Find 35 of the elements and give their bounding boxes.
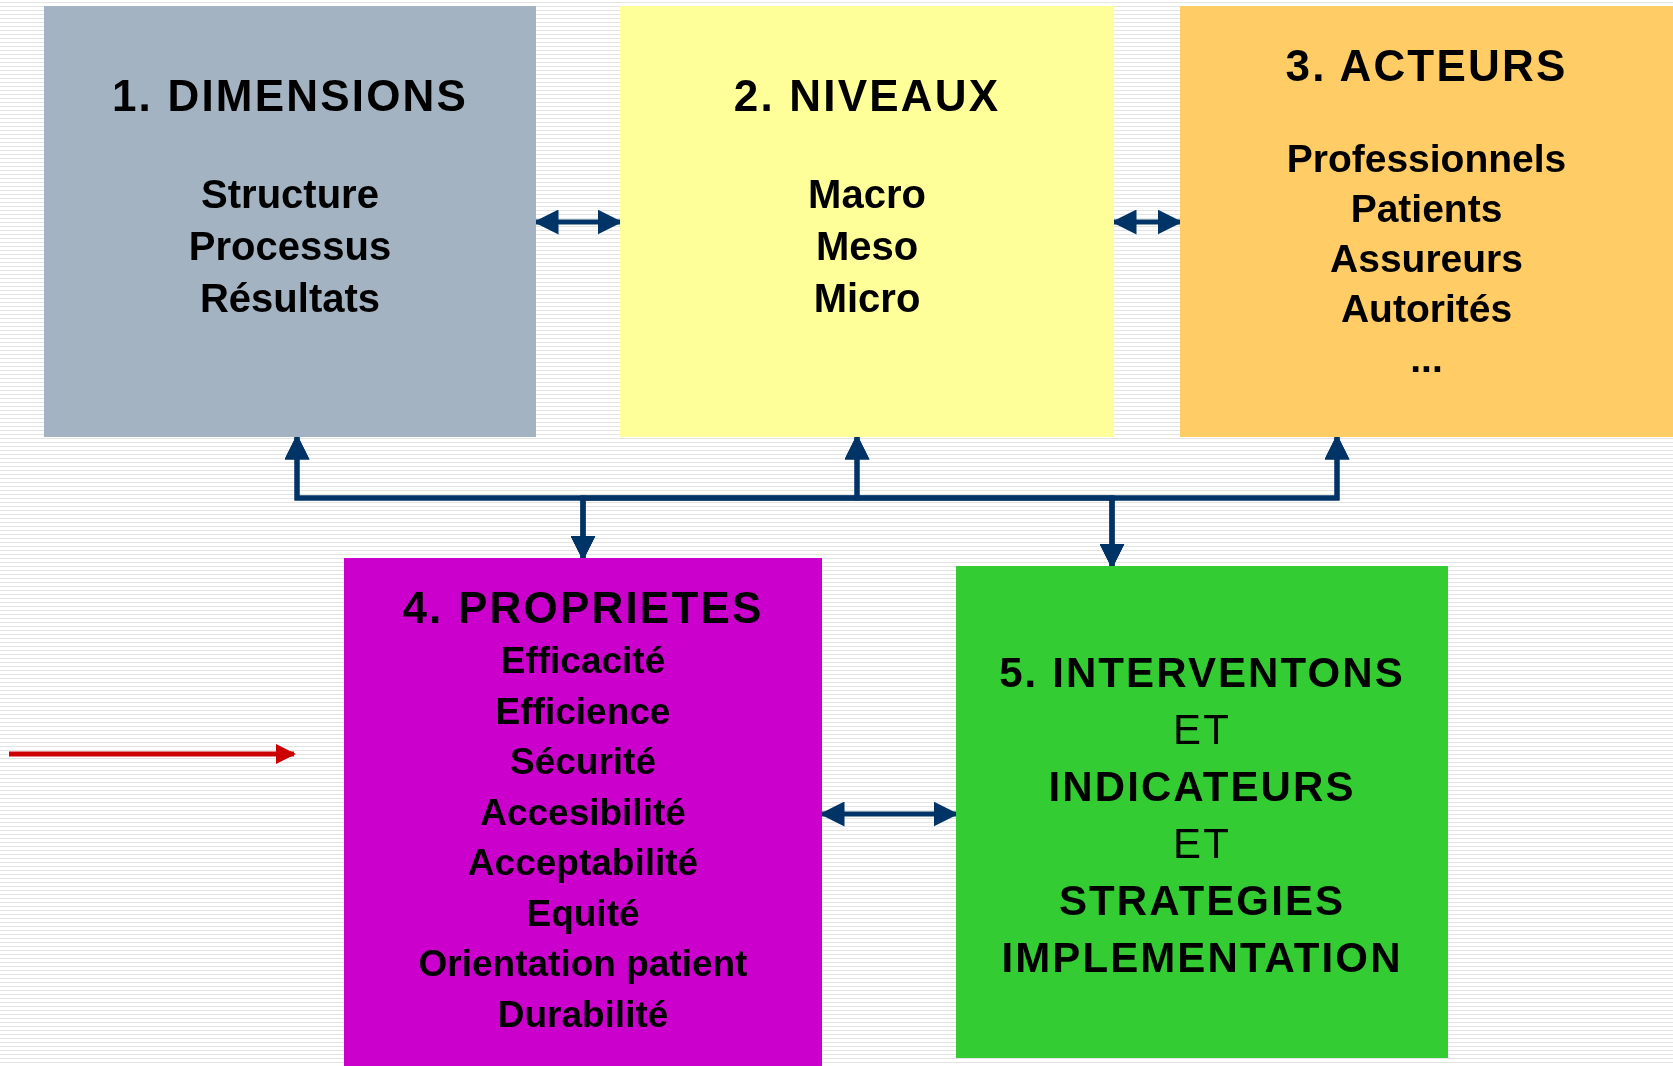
list-item: ET	[1173, 705, 1231, 755]
list-item: Processus	[188, 223, 392, 270]
box-heading: 3. ACTEURS	[1285, 40, 1568, 92]
list-item: Equité	[526, 891, 640, 936]
list-item: Micro	[813, 275, 921, 322]
list-item: ...	[1410, 336, 1443, 382]
list-item: Sécurité	[510, 740, 656, 784]
list-item: Macro	[808, 171, 926, 218]
list-item: Orientation patient	[418, 942, 748, 986]
list-item: Structure	[201, 171, 379, 218]
list-item: Résultats	[199, 275, 381, 322]
category-box	[1180, 6, 1673, 437]
list-item: INDICATEURS	[1048, 762, 1356, 812]
list-item: Acceptabilité	[467, 841, 699, 885]
arrow	[9, 744, 296, 764]
list-item: IMPLEMENTATION	[1001, 933, 1403, 983]
category-box	[344, 558, 822, 1066]
list-item: Professionnels	[1286, 136, 1567, 182]
box-heading: 4. PROPRIETES	[402, 582, 764, 634]
list-item: STRATEGIES	[1058, 876, 1346, 926]
box-heading: 2. NIVEAUX	[733, 70, 1001, 122]
category-box	[620, 6, 1114, 437]
list-item: Efficacité	[500, 639, 666, 683]
category-box	[44, 6, 536, 437]
list-item: Efficience	[495, 689, 671, 734]
list-item: ET	[1173, 819, 1231, 869]
list-item: Patients	[1350, 186, 1503, 232]
box-heading: 5. INTERVENTONS	[999, 648, 1405, 698]
list-item: Accesibilité	[480, 790, 686, 835]
list-item: Assureurs	[1330, 236, 1523, 282]
list-item: Durabilité	[497, 992, 669, 1037]
list-item: Autorités	[1340, 286, 1513, 332]
category-box	[956, 566, 1448, 1058]
list-item: Meso	[815, 223, 919, 270]
box-heading: 1. DIMENSIONS	[111, 70, 469, 122]
